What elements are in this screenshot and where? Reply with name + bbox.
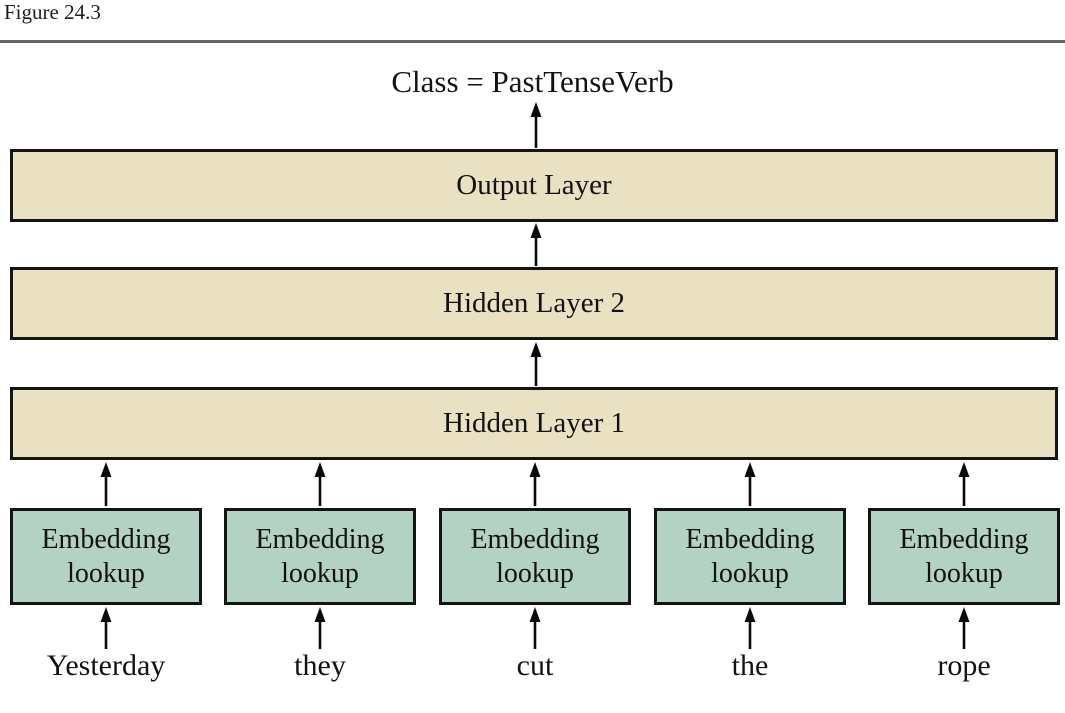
arrow-word1-to-embed1 [100,607,112,649]
arrow-word4-to-embed4 [744,607,756,649]
arrow-word3-to-embed3 [529,607,541,649]
arrow-embed5-to-h1 [958,462,970,506]
divider-line [0,40,1065,43]
arrow-h2-to-output [530,223,542,266]
arrow-word2-to-embed2 [314,607,326,649]
class-output-label: Class = PastTenseVerb [391,64,674,99]
embedding-lookup-box-2: Embedding lookup [224,508,416,605]
input-word-rope: rope [937,649,991,682]
embedding-lookup-box-3: Embedding lookup [439,508,631,605]
embedding-lookup-box-4: Embedding lookup [654,508,846,605]
arrow-embed2-to-h1 [314,462,326,506]
embedding-lookup-box-5: Embedding lookup [868,508,1060,605]
arrow-h1-to-h2 [530,342,542,386]
arrow-embed1-to-h1 [100,462,112,506]
input-word-the: the [731,649,769,682]
arrow-output-to-class [530,102,542,148]
hidden-layer-2-box: Hidden Layer 2 [10,267,1058,340]
output-layer-box: Output Layer [10,149,1058,222]
input-word-cut: cut [516,649,554,682]
figure-caption-label: Figure 24.3 [4,0,101,24]
hidden-layer-1-box: Hidden Layer 1 [10,387,1058,460]
arrow-word5-to-embed5 [958,607,970,649]
input-word-they: they [294,649,346,682]
input-word-yesterday: Yesterday [46,649,166,682]
arrow-embed3-to-h1 [529,462,541,506]
arrow-embed4-to-h1 [744,462,756,506]
embedding-lookup-box-1: Embedding lookup [10,508,202,605]
